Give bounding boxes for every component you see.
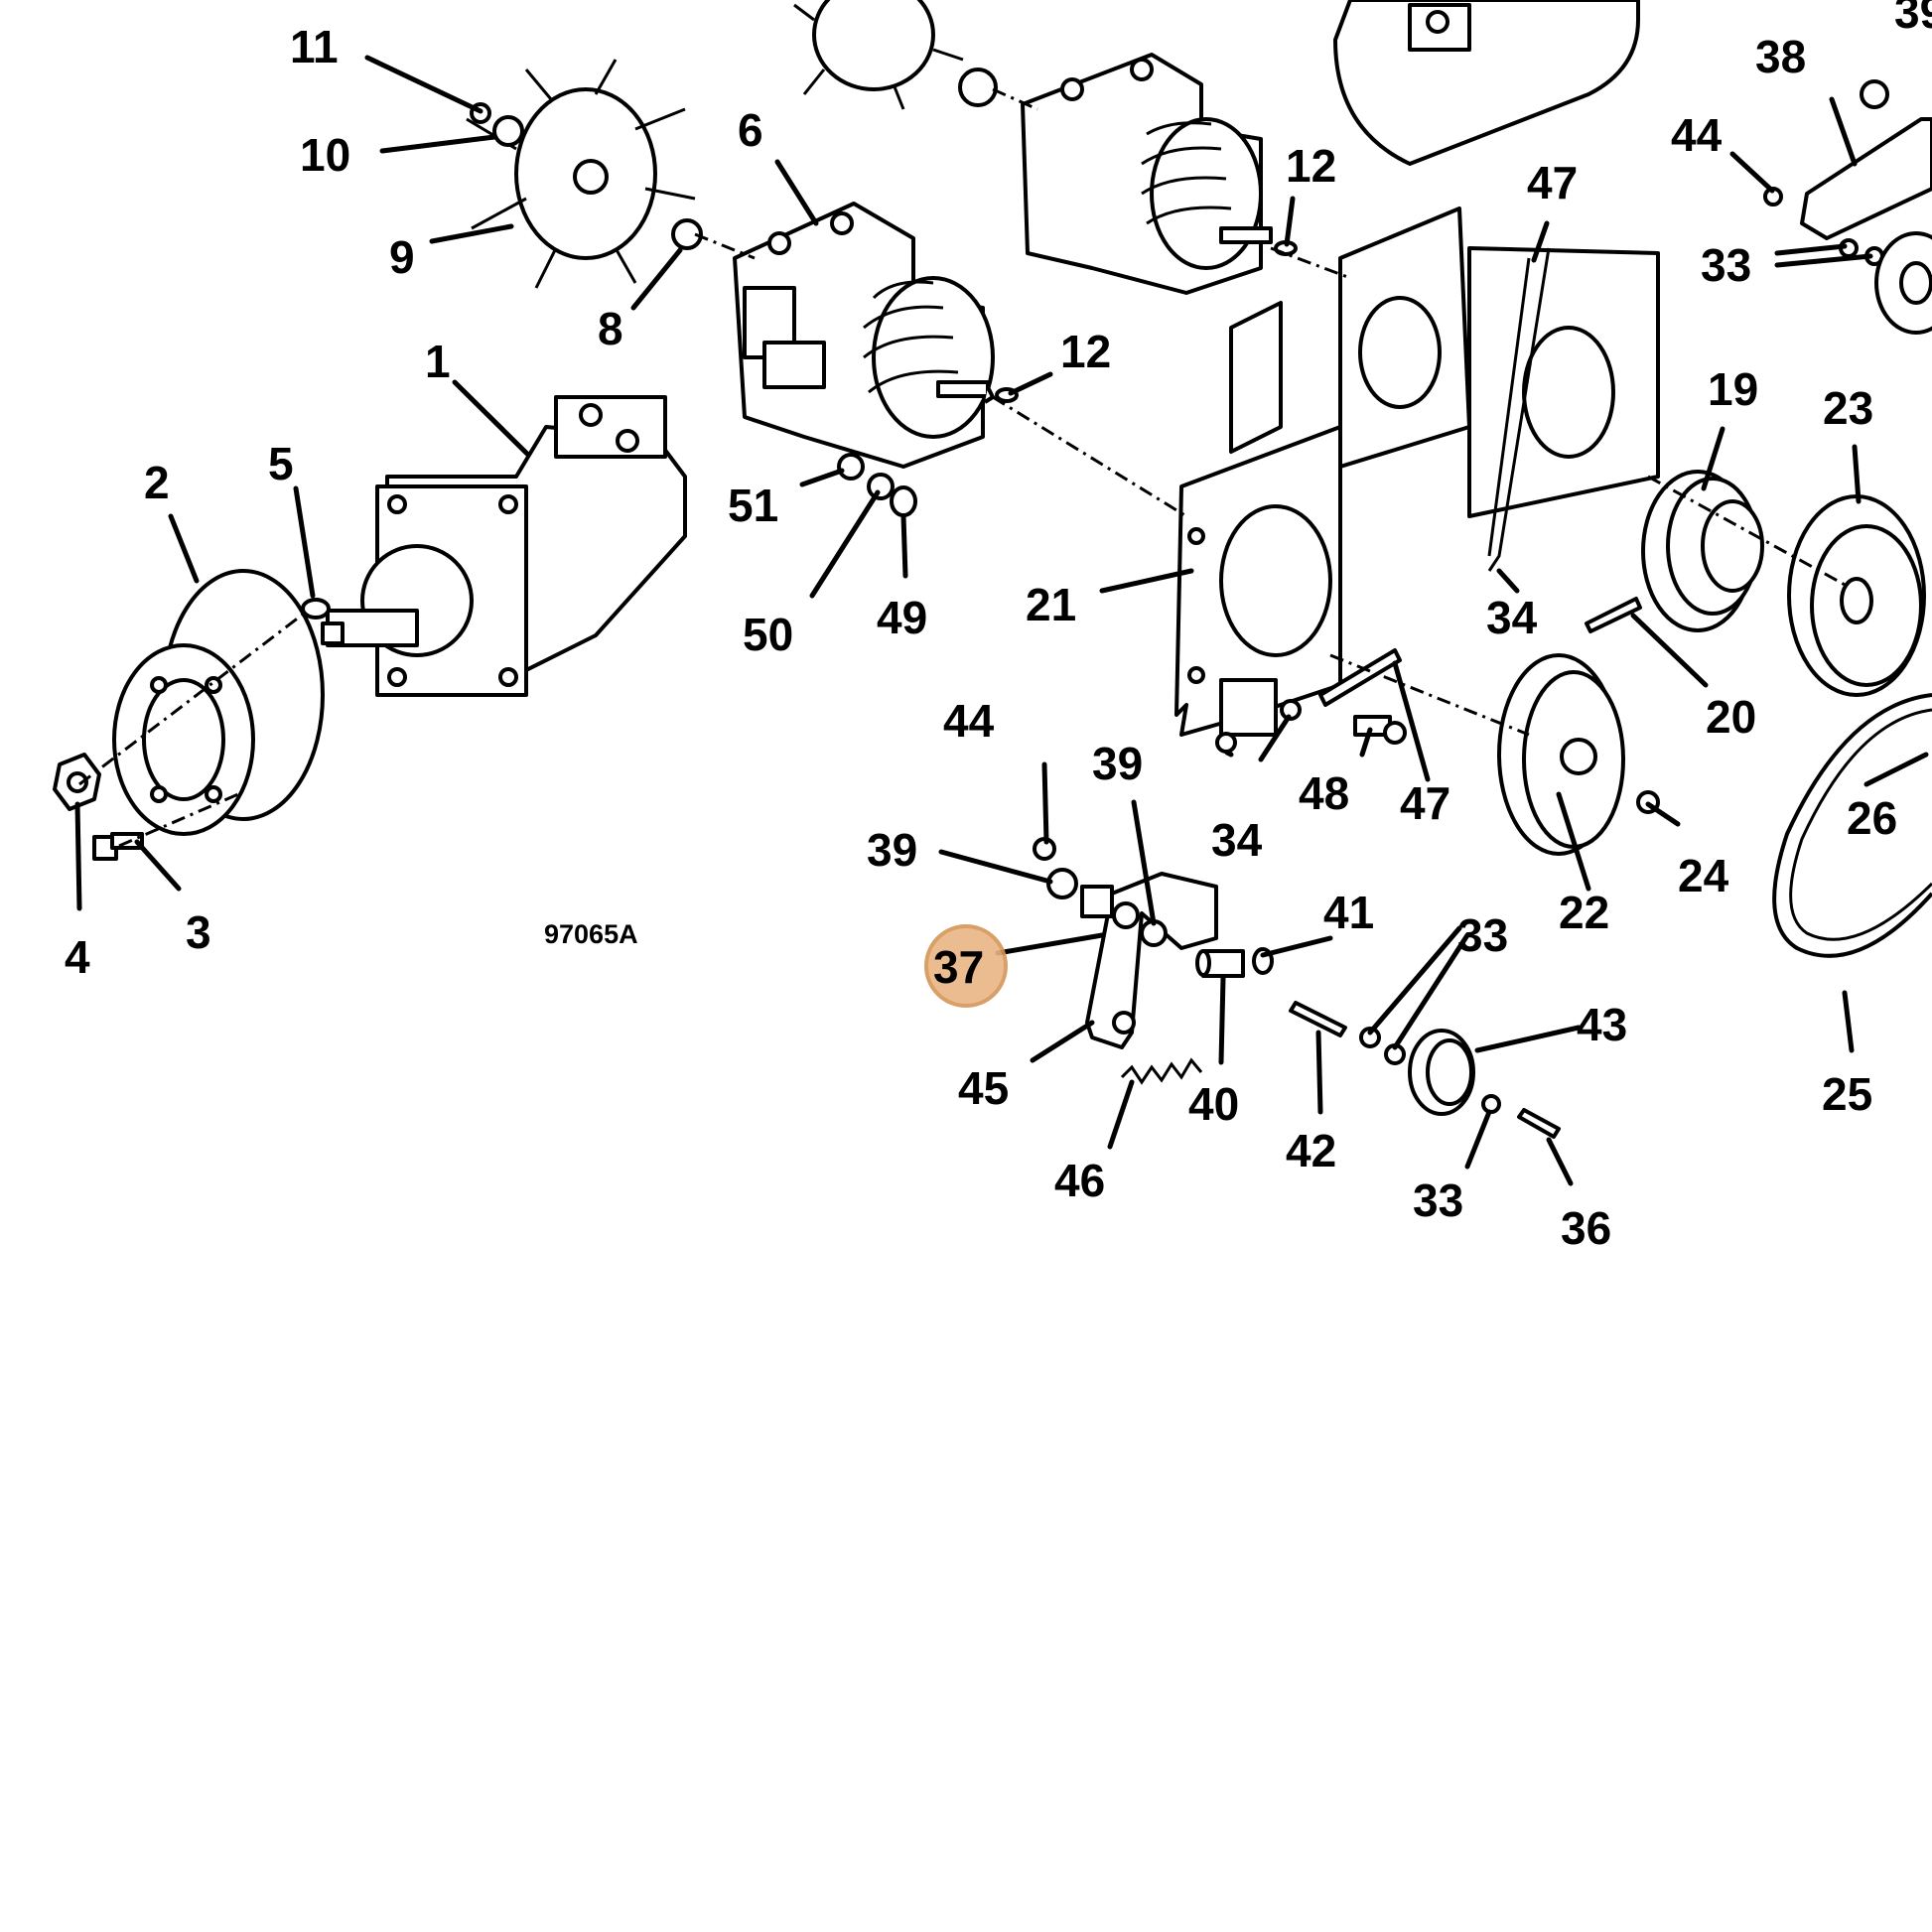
washer-5 [301, 598, 331, 620]
callout-42[interactable]: 42 [1286, 1125, 1336, 1176]
callout-21[interactable]: 21 [1026, 579, 1076, 630]
callout-33-middle[interactable]: 33 [1457, 909, 1508, 961]
pin-48 [1353, 715, 1407, 745]
callout-23[interactable]: 23 [1823, 382, 1873, 434]
callout-47-upper[interactable]: 47 [1527, 157, 1578, 208]
part-drawings [53, 0, 1932, 1139]
callout-3[interactable]: 3 [186, 906, 211, 958]
callout-33-upper[interactable]: 33 [1701, 239, 1751, 291]
callout-46[interactable]: 46 [1054, 1155, 1105, 1206]
washer-49 [890, 485, 917, 517]
callout-40[interactable]: 40 [1188, 1078, 1239, 1130]
nut-34 [1280, 699, 1302, 721]
mounting-plate-21 [1174, 207, 1660, 737]
spring-46 [1120, 1057, 1203, 1085]
callout-25[interactable]: 25 [1822, 1068, 1872, 1120]
callout-9[interactable]: 9 [389, 231, 415, 283]
leader-lines [74, 55, 1929, 1186]
bolt-36 [1517, 1108, 1561, 1139]
pulley-22 [1497, 653, 1625, 856]
callout-8[interactable]: 8 [598, 303, 623, 354]
pulley-23 [1787, 494, 1926, 697]
highlight-ring-37 [924, 924, 1008, 1008]
callout-51[interactable]: 51 [728, 480, 778, 531]
control-rod-47 [1487, 247, 1551, 572]
link-47 [1318, 648, 1402, 707]
bushing-39 [1046, 868, 1078, 899]
nut-33a [1359, 1027, 1381, 1048]
fan-blade-top [793, 0, 998, 110]
callout-2[interactable]: 2 [144, 457, 170, 508]
callout-10[interactable]: 10 [300, 129, 350, 181]
callout-12-lower[interactable]: 12 [1060, 326, 1111, 377]
callout-38[interactable]: 38 [1755, 31, 1806, 82]
assembly-centerlines [78, 87, 1848, 848]
bolt-34 [1215, 732, 1237, 754]
nut-4 [53, 753, 101, 811]
callout-39-left[interactable]: 39 [867, 824, 917, 876]
callout-50[interactable]: 50 [743, 609, 793, 660]
belt-25 [1772, 693, 1932, 958]
callout-41[interactable]: 41 [1323, 887, 1374, 938]
hydraulic-pump-upper [1021, 53, 1273, 295]
bolt-3 [92, 832, 144, 861]
bushing-40 [1195, 949, 1245, 978]
callout-44-lower[interactable]: 44 [943, 695, 995, 747]
callout-11[interactable]: 11 [290, 21, 339, 72]
washer-33 [1481, 1094, 1501, 1114]
callout-45[interactable]: 45 [958, 1062, 1009, 1114]
bolt-42 [1289, 1001, 1347, 1037]
callout-39-top-right[interactable]: 39 [1894, 0, 1932, 38]
callout-labels: 11 10 9 8 6 1 2 5 4 3 12 12 51 50 49 21 … [65, 0, 1932, 1254]
callout-5[interactable]: 5 [268, 438, 294, 489]
callout-4[interactable]: 4 [65, 931, 90, 983]
pulley-top-right [1874, 231, 1932, 335]
callout-20[interactable]: 20 [1706, 691, 1756, 743]
callout-6[interactable]: 6 [738, 104, 763, 156]
callout-22[interactable]: 22 [1559, 887, 1609, 938]
callout-44-upper[interactable]: 44 [1671, 109, 1723, 161]
key-20 [1585, 597, 1642, 633]
callout-47-lower[interactable]: 47 [1400, 777, 1450, 829]
callout-34-lower[interactable]: 34 [1211, 814, 1263, 866]
callout-39-upper[interactable]: 39 [1092, 738, 1143, 789]
hydraulic-motor-1 [321, 395, 687, 697]
diagram-code: 97065A [544, 919, 638, 949]
motor-housing-top [1333, 0, 1640, 166]
nut-50 [867, 473, 895, 500]
nut-51 [837, 453, 865, 481]
callout-1[interactable]: 1 [425, 336, 451, 387]
callout-43[interactable]: 43 [1577, 999, 1627, 1050]
control-rod-47b [1487, 257, 1531, 557]
callout-49[interactable]: 49 [877, 592, 927, 643]
hydraulic-pump-6 [733, 202, 995, 469]
callout-19[interactable]: 19 [1708, 363, 1758, 415]
callout-48[interactable]: 48 [1299, 767, 1349, 819]
pulley-19 [1641, 470, 1764, 632]
callout-12-upper[interactable]: 12 [1286, 140, 1336, 192]
pulley-disc-2 [112, 569, 325, 836]
callout-36[interactable]: 36 [1561, 1202, 1611, 1254]
washer-10 [492, 115, 524, 147]
idler-arm-37 [1080, 872, 1218, 1049]
callout-24[interactable]: 24 [1678, 850, 1729, 901]
callout-33-lower[interactable]: 33 [1413, 1174, 1463, 1226]
fan-blade-left [466, 59, 703, 289]
callout-37[interactable]: 37 [933, 941, 984, 993]
idler-pulley-43 [1408, 1029, 1475, 1116]
callout-34-plate[interactable]: 34 [1486, 592, 1538, 643]
callout-26[interactable]: 26 [1847, 792, 1897, 844]
